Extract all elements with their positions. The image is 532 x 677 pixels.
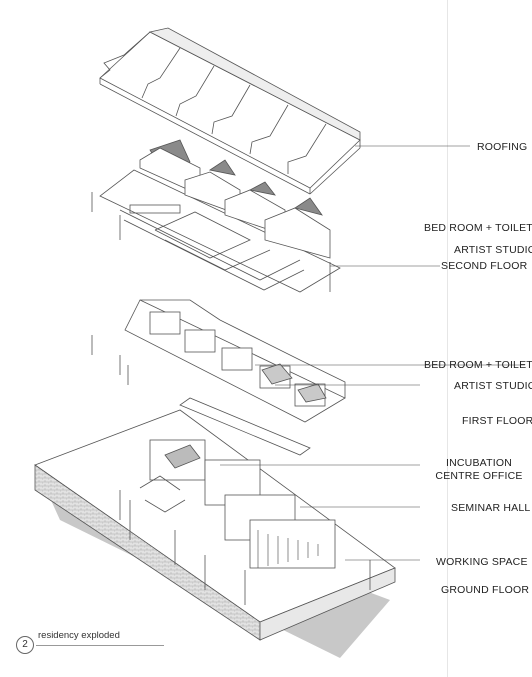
- label-roofing: ROOFING: [477, 141, 528, 153]
- caption-text: residency exploded: [38, 630, 120, 641]
- caption-number: 2: [16, 636, 34, 654]
- label-bed-room-toilet-first: BED ROOM + TOILET: [424, 359, 532, 371]
- leader-lines: [220, 145, 525, 561]
- label-bed-room-toilet-second: BED ROOM + TOILET: [424, 222, 532, 234]
- label-ground-floor: GROUND FLOOR: [441, 584, 530, 596]
- label-working-space: WORKING SPACE: [436, 556, 528, 568]
- first-floor-layer: [91, 299, 346, 456]
- label-first-floor: FIRST FLOOR: [462, 415, 532, 427]
- caption-underline: [36, 645, 164, 646]
- label-second-floor: SECOND FLOOR: [441, 260, 528, 272]
- label-incubation-centre-office: INCUBATION CENTRE OFFICE: [433, 457, 525, 483]
- label-incubation-line1: INCUBATION: [446, 457, 512, 469]
- ground-floor-layer: [34, 409, 396, 658]
- sheet-border-line: [447, 0, 448, 677]
- second-floor-layer: [91, 139, 341, 293]
- roof-layer: [99, 27, 361, 195]
- label-incubation-line2: CENTRE OFFICE: [435, 470, 523, 482]
- label-artist-studio-first: ARTIST STUDIO: [454, 380, 532, 392]
- label-artist-studio-second: ARTIST STUDIO: [454, 244, 532, 256]
- label-seminar-hall: SEMINAR HALL: [451, 502, 531, 514]
